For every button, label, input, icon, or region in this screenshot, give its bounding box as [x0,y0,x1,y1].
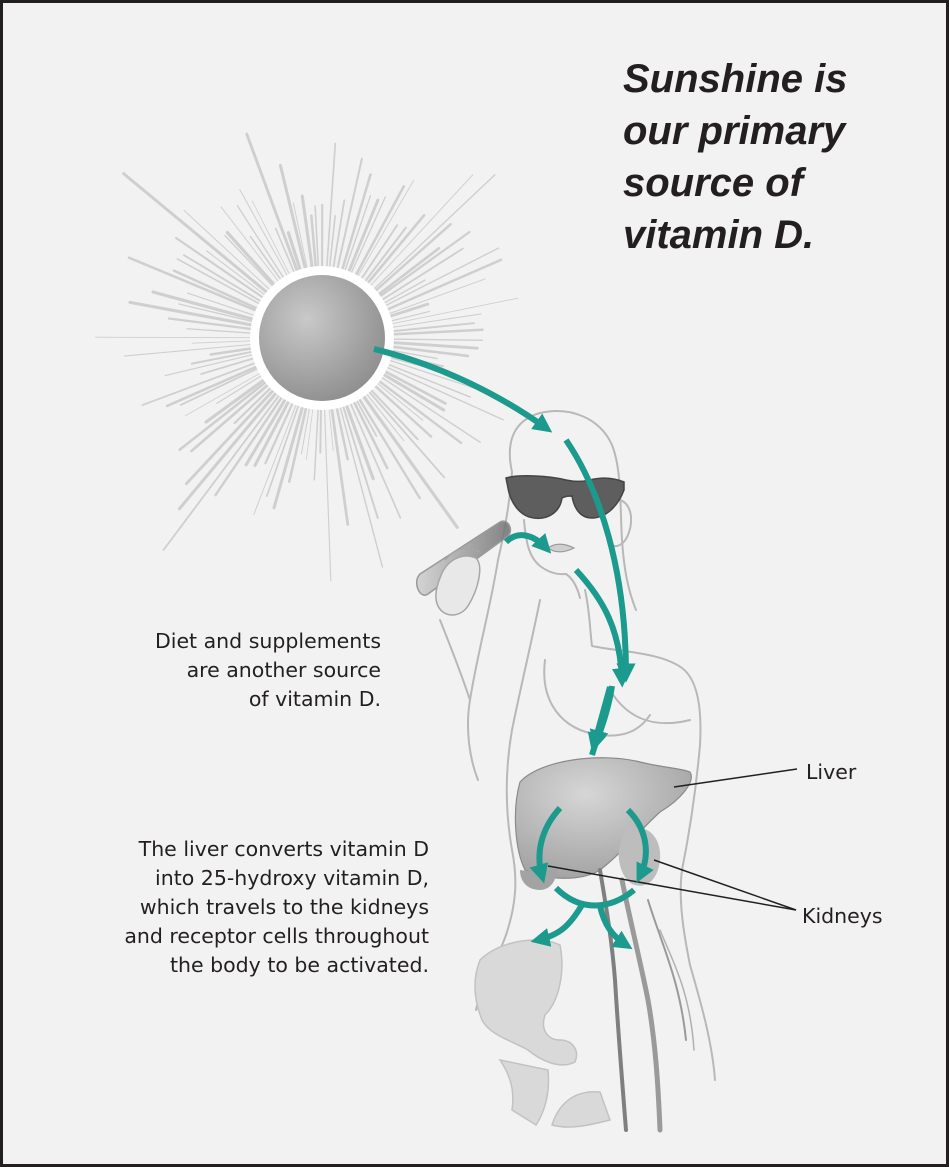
sun-ray [391,314,481,328]
caption-line: Diet and supplements [155,627,381,656]
kidneys-label: Kidneys [802,904,883,928]
sun-ray [192,341,252,343]
caption-line: into 25-hydroxy vitamin D, [124,864,429,893]
sun-ray [95,337,252,338]
sun-ray [306,407,313,459]
sun-ray [373,175,495,290]
caption-line: the body to be activated. [124,951,429,980]
caption-line: and receptor cells throughout [124,922,429,951]
headline-line: our primary [623,105,848,157]
sun-ray [383,280,425,304]
sun-ray [124,174,268,294]
caption-line: are another source [155,656,381,685]
caption-line: of vitamin D. [155,685,381,714]
headline: Sunshine is our primary source of vitami… [623,53,848,261]
mouth-icon [548,544,574,552]
headline-line: source of [623,157,848,209]
caption-line: The liver converts vitamin D [124,835,429,864]
sun-ray [325,408,331,581]
sun-ray [187,329,252,333]
sun-ray [320,408,321,453]
headline-line: Sunshine is [623,53,848,105]
caption-line: which travels to the kidneys [124,893,429,922]
pelvis-icon [475,940,610,1127]
diet-caption: Diet and supplements are another source … [155,627,381,714]
sun-ray [176,238,264,298]
sun-ray [356,399,376,436]
sun-ray [240,190,288,277]
liver-label: Liver [806,760,856,784]
sun-ray [392,339,482,340]
sun-ray [314,408,318,480]
headline-line: vitamin D. [623,209,848,261]
vessel-icon [600,870,694,1130]
sun-ray [363,395,458,527]
sun-icon [95,134,517,581]
sun-ray [280,165,305,270]
sunglasses-icon [506,476,624,518]
liver-process-caption: The liver converts vitamin D into 25-hyd… [124,835,429,980]
sun-ray [378,248,439,295]
